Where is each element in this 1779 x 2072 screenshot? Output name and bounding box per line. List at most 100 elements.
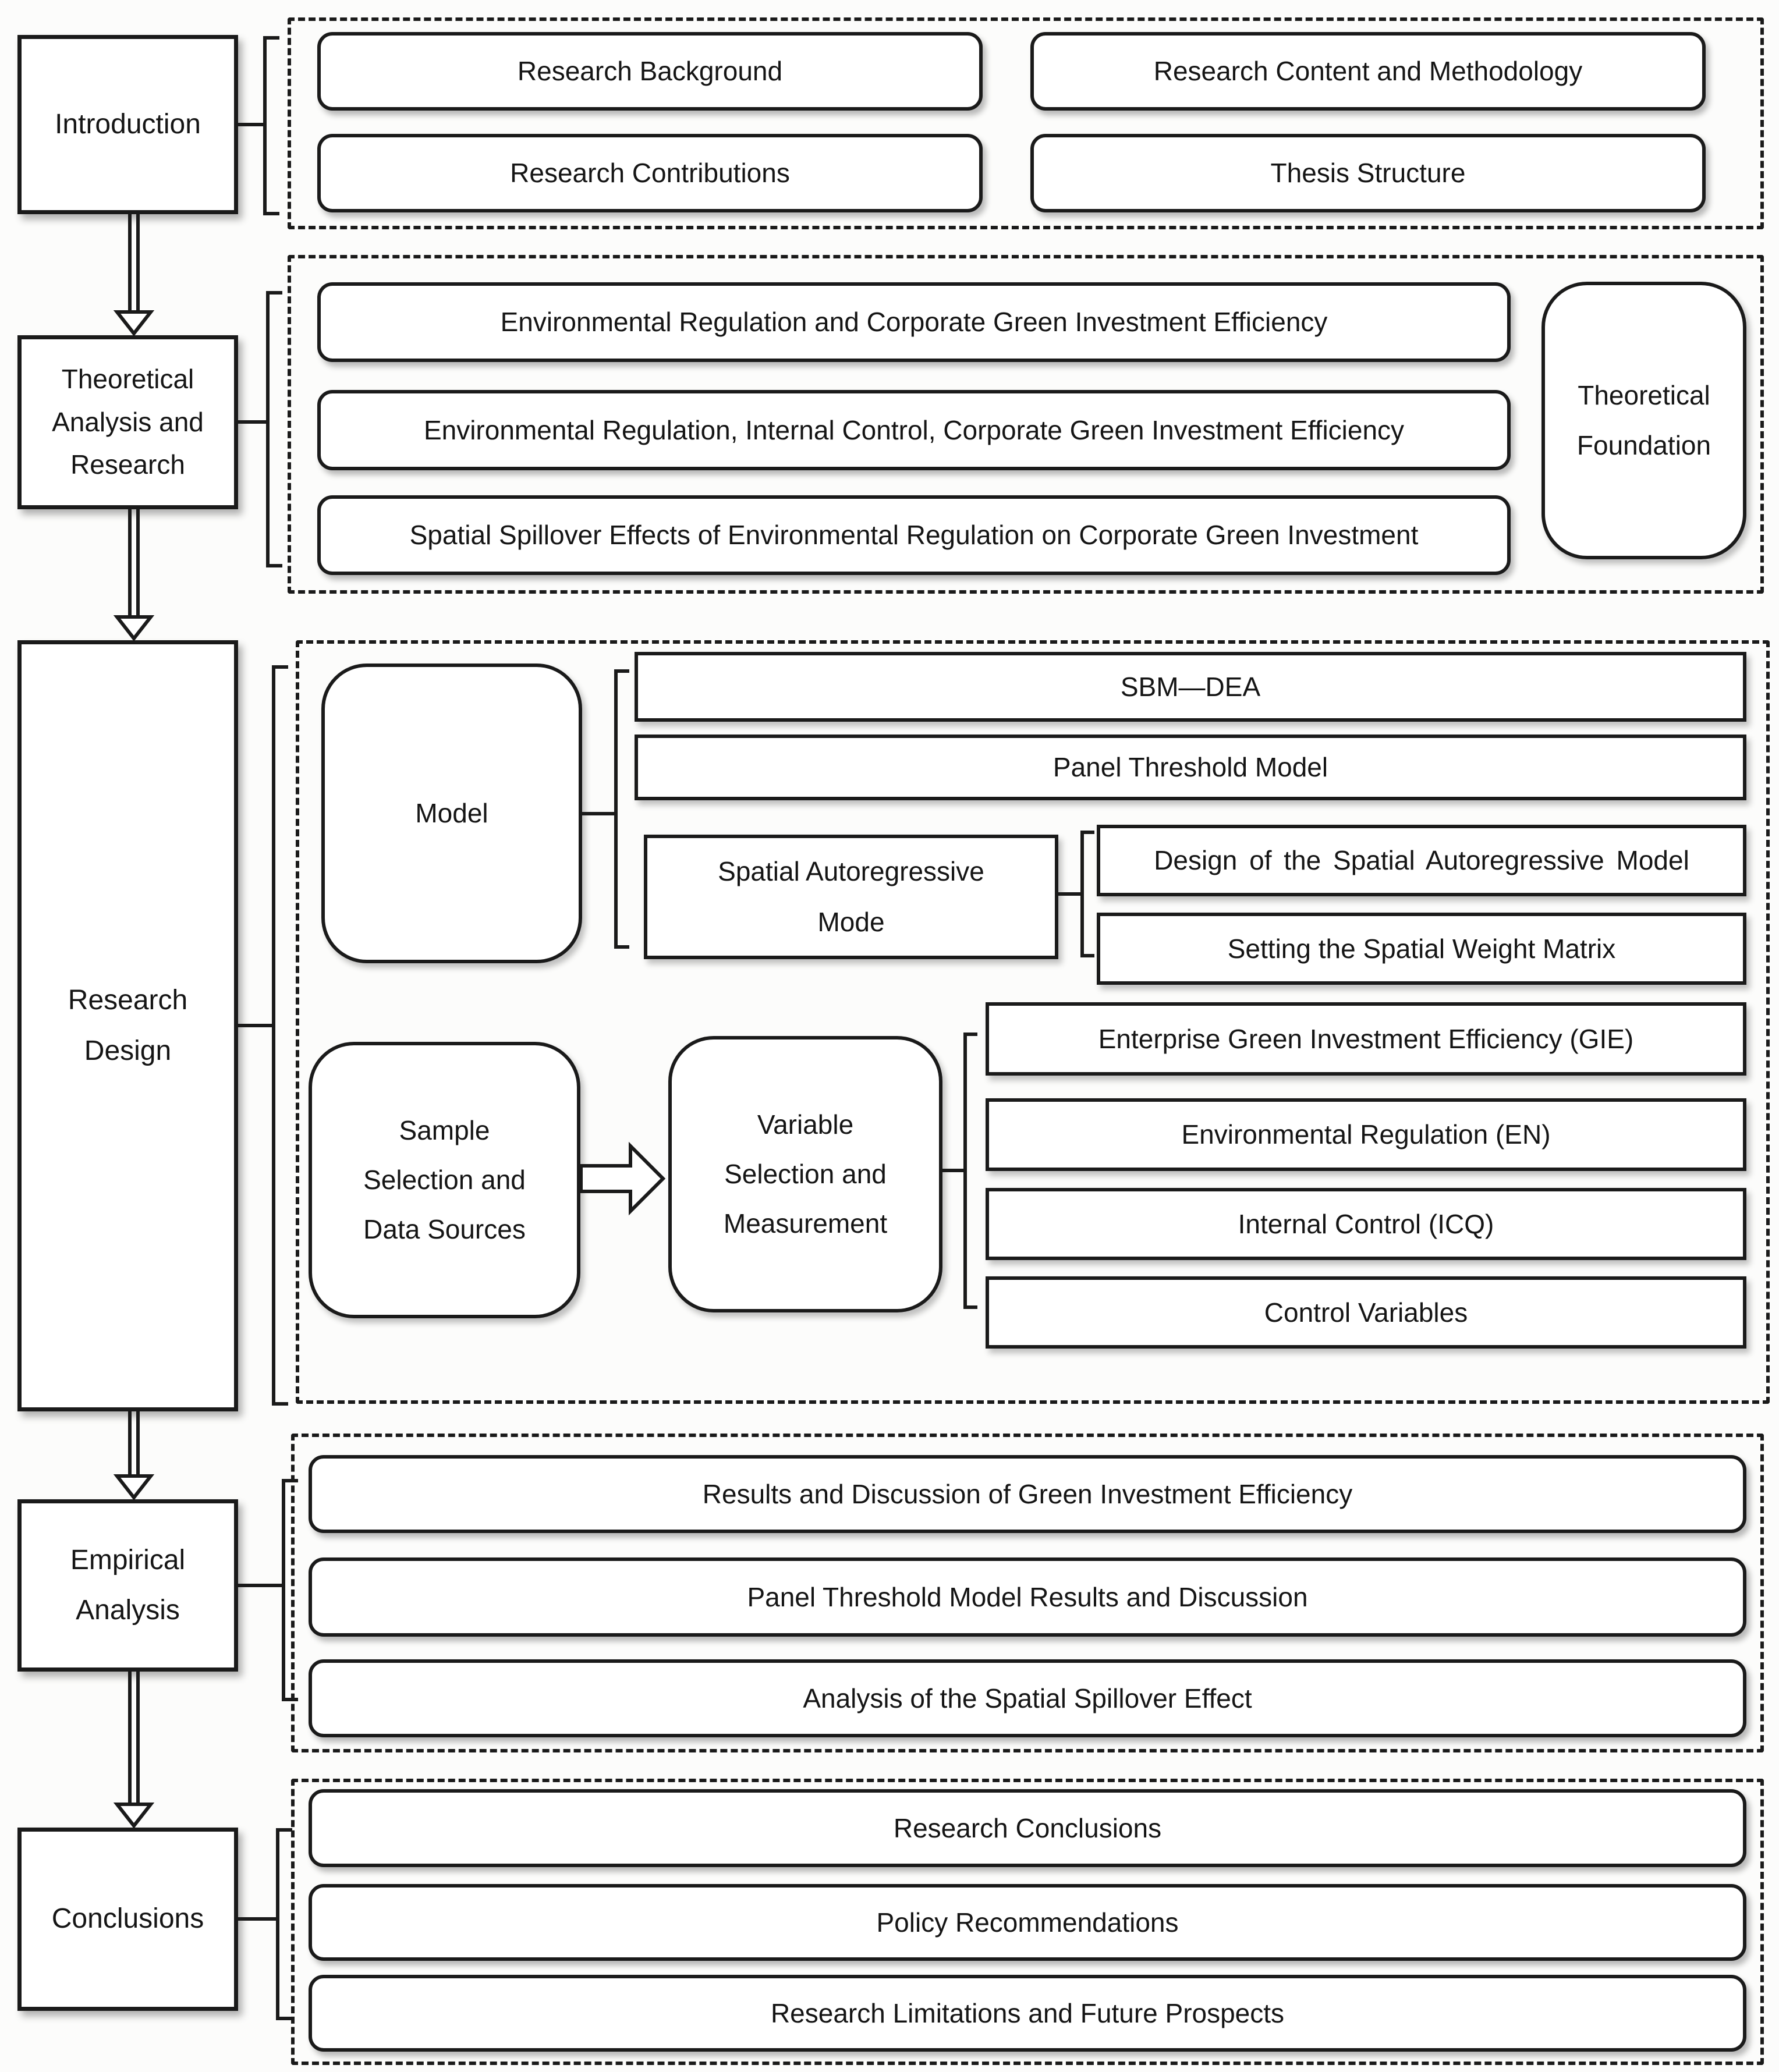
- item-sbm-dea-label: SBM—DEA: [1120, 671, 1261, 702]
- item-policy-recommendations: Policy Recommendations: [309, 1884, 1746, 1961]
- theory-bracket-line: [266, 291, 270, 567]
- empirical-group-frame: [291, 1434, 1764, 1752]
- right-block-arrow-icon: [579, 1141, 666, 1216]
- conclusions-bracket-hook-top: [276, 1828, 292, 1832]
- empirical-bracket-stem: [236, 1584, 282, 1587]
- intro-bracket-hook-top: [263, 36, 279, 40]
- item-spatial-spillover-effects: Spatial Spillover Effects of Environment…: [317, 495, 1511, 575]
- item-spatial-spillover-effects-label: Spatial Spillover Effects of Environment…: [409, 520, 1419, 551]
- item-icq: Internal Control (ICQ): [986, 1188, 1746, 1260]
- item-policy-recommendations-label: Policy Recommendations: [876, 1907, 1179, 1938]
- item-research-conclusions-label: Research Conclusions: [893, 1812, 1162, 1843]
- empirical-bracket-hook-bottom: [282, 1698, 298, 1701]
- conclusions-label: Conclusions: [51, 1903, 204, 1935]
- item-gie-label: Enterprise Green Investment Efficiency (…: [1098, 1023, 1634, 1054]
- item-research-contributions: Research Contributions: [317, 134, 983, 212]
- item-panel-threshold-results-label: Panel Threshold Model Results and Discus…: [747, 1581, 1308, 1612]
- model-bracket-hook-bottom: [614, 945, 629, 949]
- theory-bracket-hook-bottom: [266, 564, 282, 567]
- sample-selection-label: Sample Selection and Data Sources: [363, 1115, 526, 1245]
- down-arrow-icon: [113, 509, 155, 641]
- model-label: Model: [415, 797, 488, 828]
- design-bracket-line: [272, 665, 275, 1406]
- item-results-discussion-gie-label: Results and Discussion of Green Investme…: [702, 1478, 1353, 1509]
- spatial-bracket-hook-top: [1080, 831, 1094, 834]
- intro-group-frame: [288, 17, 1764, 229]
- item-research-content-methodology-label: Research Content and Methodology: [1153, 56, 1583, 87]
- model-bracket-line: [614, 669, 618, 949]
- theoretical-foundation-box: Theoretical Foundation: [1541, 282, 1746, 559]
- item-design-sar-model-label: Design of the Spatial Autoregressive Mod…: [1154, 845, 1689, 876]
- item-thesis-structure-label: Thesis Structure: [1270, 158, 1466, 189]
- intro-bracket-line: [263, 36, 267, 215]
- item-research-background: Research Background: [317, 32, 983, 111]
- model-bracket-stem: [582, 812, 614, 815]
- empirical-bracket-hook-top: [282, 1479, 298, 1482]
- theoretical-foundation-label: Theoretical Foundation: [1576, 380, 1711, 460]
- spatial-bracket-line: [1080, 831, 1084, 957]
- intro-label-box: Introduction: [17, 35, 238, 214]
- design-label: Research Design: [68, 985, 188, 1066]
- conclusions-group-frame: [291, 1779, 1764, 2065]
- item-setting-spatial-weight-matrix-label: Setting the Spatial Weight Matrix: [1227, 933, 1616, 964]
- item-research-content-methodology: Research Content and Methodology: [1030, 32, 1706, 111]
- empirical-bracket-line: [282, 1479, 285, 1701]
- down-arrow-icon: [113, 1411, 155, 1500]
- theory-bracket-hook-top: [266, 291, 282, 295]
- spatial-autoregressive-mode-box: Spatial Autoregressive Mode: [644, 835, 1058, 959]
- item-er-ic-cgie-label: Environmental Regulation, Internal Contr…: [423, 414, 1405, 445]
- design-label-box: Research Design: [17, 640, 238, 1411]
- spatial-bracket-stem: [1058, 892, 1080, 896]
- item-gie: Enterprise Green Investment Efficiency (…: [986, 1002, 1746, 1076]
- conclusions-bracket-hook-bottom: [276, 2017, 292, 2020]
- item-er-cgie-label: Environmental Regulation and Corporate G…: [500, 307, 1328, 338]
- item-er-cgie: Environmental Regulation and Corporate G…: [317, 282, 1511, 362]
- design-group-frame: [296, 640, 1770, 1404]
- intro-bracket-hook-bottom: [263, 212, 279, 215]
- item-results-discussion-gie: Results and Discussion of Green Investme…: [309, 1455, 1746, 1533]
- model-bracket-hook-top: [614, 669, 629, 673]
- sample-selection-box: Sample Selection and Data Sources: [309, 1042, 580, 1318]
- variable-bracket-hook-top: [963, 1033, 977, 1036]
- item-control-variables-label: Control Variables: [1264, 1297, 1468, 1328]
- theory-label-box: Theoretical Analysis and Research: [17, 335, 238, 509]
- down-arrow-icon: [113, 1672, 155, 1829]
- down-arrow-icon: [113, 214, 155, 336]
- item-panel-threshold-model-label: Panel Threshold Model: [1052, 752, 1328, 783]
- variable-selection-label: Variable Selection and Measurement: [723, 1109, 888, 1239]
- intro-label: Introduction: [55, 108, 201, 140]
- item-thesis-structure: Thesis Structure: [1030, 134, 1706, 212]
- model-box: Model: [321, 664, 582, 963]
- item-panel-threshold-model: Panel Threshold Model: [635, 735, 1746, 800]
- conclusions-bracket-stem: [236, 1917, 276, 1921]
- empirical-label-box: Empirical Analysis: [17, 1499, 238, 1672]
- item-en: Environmental Regulation (EN): [986, 1098, 1746, 1171]
- item-research-background-label: Research Background: [517, 56, 783, 87]
- item-research-limitations: Research Limitations and Future Prospect…: [309, 1975, 1746, 2052]
- item-research-conclusions: Research Conclusions: [309, 1789, 1746, 1867]
- variable-bracket-line: [963, 1033, 967, 1309]
- item-panel-threshold-results: Panel Threshold Model Results and Discus…: [309, 1557, 1746, 1637]
- item-spatial-spillover-analysis-label: Analysis of the Spatial Spillover Effect: [803, 1683, 1252, 1713]
- empirical-label: Empirical Analysis: [70, 1544, 186, 1626]
- conclusions-label-box: Conclusions: [17, 1828, 238, 2011]
- variable-selection-box: Variable Selection and Measurement: [668, 1036, 942, 1312]
- item-research-contributions-label: Research Contributions: [510, 158, 790, 189]
- variable-bracket-hook-bottom: [963, 1305, 977, 1309]
- item-er-ic-cgie: Environmental Regulation, Internal Contr…: [317, 390, 1511, 470]
- theory-group-frame: [288, 255, 1764, 594]
- spatial-bracket-hook-bottom: [1080, 954, 1094, 957]
- spatial-autoregressive-mode-label: Spatial Autoregressive Mode: [718, 856, 984, 937]
- item-design-sar-model: Design of the Spatial Autoregressive Mod…: [1097, 825, 1746, 896]
- theory-label: Theoretical Analysis and Research: [52, 364, 204, 480]
- item-setting-spatial-weight-matrix: Setting the Spatial Weight Matrix: [1097, 913, 1746, 985]
- design-bracket-stem: [236, 1024, 272, 1027]
- item-icq-label: Internal Control (ICQ): [1238, 1208, 1494, 1239]
- design-bracket-hook-bottom: [272, 1402, 288, 1406]
- design-bracket-hook-top: [272, 665, 288, 669]
- item-sbm-dea: SBM—DEA: [635, 652, 1746, 722]
- item-research-limitations-label: Research Limitations and Future Prospect…: [770, 1998, 1285, 2028]
- variable-bracket-stem: [942, 1169, 963, 1172]
- item-spatial-spillover-analysis: Analysis of the Spatial Spillover Effect: [309, 1659, 1746, 1737]
